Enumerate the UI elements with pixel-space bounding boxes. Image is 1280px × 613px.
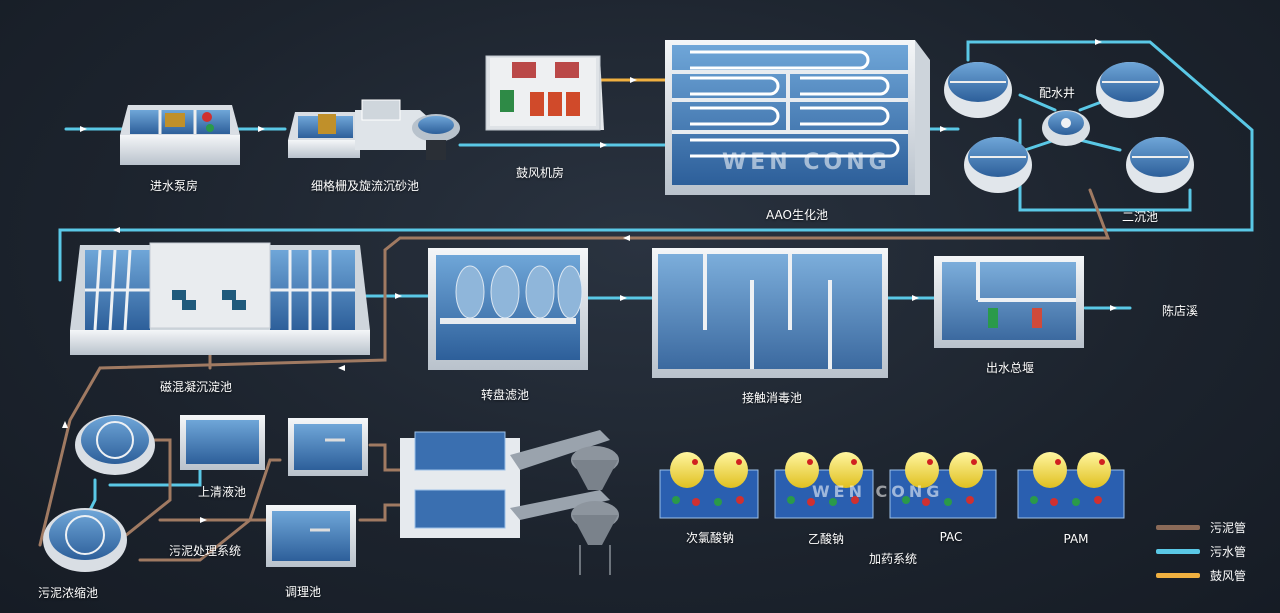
legend-item-sewage-pipe: 污水管 bbox=[1156, 543, 1246, 560]
filter-press bbox=[400, 430, 619, 575]
dosing-units bbox=[659, 452, 1125, 519]
legend-label-sewage: 污水管 bbox=[1210, 545, 1247, 559]
aao-biological-tank bbox=[665, 40, 930, 195]
secondary-clarifiers bbox=[944, 62, 1194, 193]
label-outfall: 陈店溪 bbox=[1161, 304, 1199, 318]
watermark-main: WEN CONG bbox=[722, 150, 891, 175]
legend-swatch-sludge bbox=[1156, 525, 1200, 530]
legend-item-air-pipe: 鼓风管 bbox=[1156, 567, 1246, 584]
label-hypochlorite: 次氯酸钠 bbox=[685, 531, 735, 545]
label-fine-screen-grit: 细格栅及旋流沉砂池 bbox=[310, 179, 420, 193]
label-supernatant-tank: 上清液池 bbox=[197, 485, 247, 499]
label-pac: PAC bbox=[939, 530, 963, 544]
legend-item-sludge-pipe: 污泥管 bbox=[1156, 519, 1246, 536]
outlet-weir bbox=[934, 256, 1084, 348]
legend-label-sludge: 污泥管 bbox=[1210, 521, 1247, 535]
magnetic-coagulation-tank bbox=[70, 242, 370, 355]
legend-swatch-sewage bbox=[1156, 549, 1200, 554]
label-intake-pump-house: 进水泵房 bbox=[149, 179, 199, 193]
legend-swatch-air bbox=[1156, 573, 1200, 578]
label-conditioning-tank: 调理池 bbox=[284, 585, 322, 599]
contact-disinfection-tank bbox=[652, 248, 888, 378]
label-sludge-system: 污泥处理系统 bbox=[168, 544, 242, 558]
supernatant-tank bbox=[180, 415, 265, 470]
label-distribution-well: 配水井 bbox=[1038, 86, 1076, 100]
label-blower-room: 鼓风机房 bbox=[515, 166, 565, 180]
fine-screen-grit-chamber bbox=[288, 99, 460, 160]
label-pam: PAM bbox=[1063, 532, 1089, 546]
label-magnetic-coag-tank: 磁混凝沉淀池 bbox=[159, 380, 233, 394]
watermark-dosing: WEN CONG bbox=[812, 482, 944, 501]
sludge-thickeners bbox=[43, 415, 155, 572]
intake-pump-house bbox=[120, 105, 240, 165]
label-sludge-thickener: 污泥浓缩池 bbox=[37, 586, 99, 600]
label-dosing-system: 加药系统 bbox=[868, 552, 918, 566]
label-disc-filter: 转盘滤池 bbox=[480, 388, 530, 402]
disc-filter bbox=[428, 248, 588, 370]
distribution-well bbox=[1042, 110, 1090, 146]
legend-label-air: 鼓风管 bbox=[1210, 569, 1247, 583]
label-contact-disinfection: 接触消毒池 bbox=[741, 391, 803, 405]
label-outlet-weir: 出水总堰 bbox=[985, 361, 1035, 375]
label-aao-tank: AAO生化池 bbox=[766, 208, 828, 222]
flow-arrows bbox=[62, 39, 1117, 523]
conditioning-tanks bbox=[266, 418, 368, 567]
blower-room bbox=[485, 55, 604, 131]
label-acetate: 乙酸钠 bbox=[807, 532, 845, 546]
label-secondary-clarifier: 二沉池 bbox=[1121, 210, 1159, 224]
